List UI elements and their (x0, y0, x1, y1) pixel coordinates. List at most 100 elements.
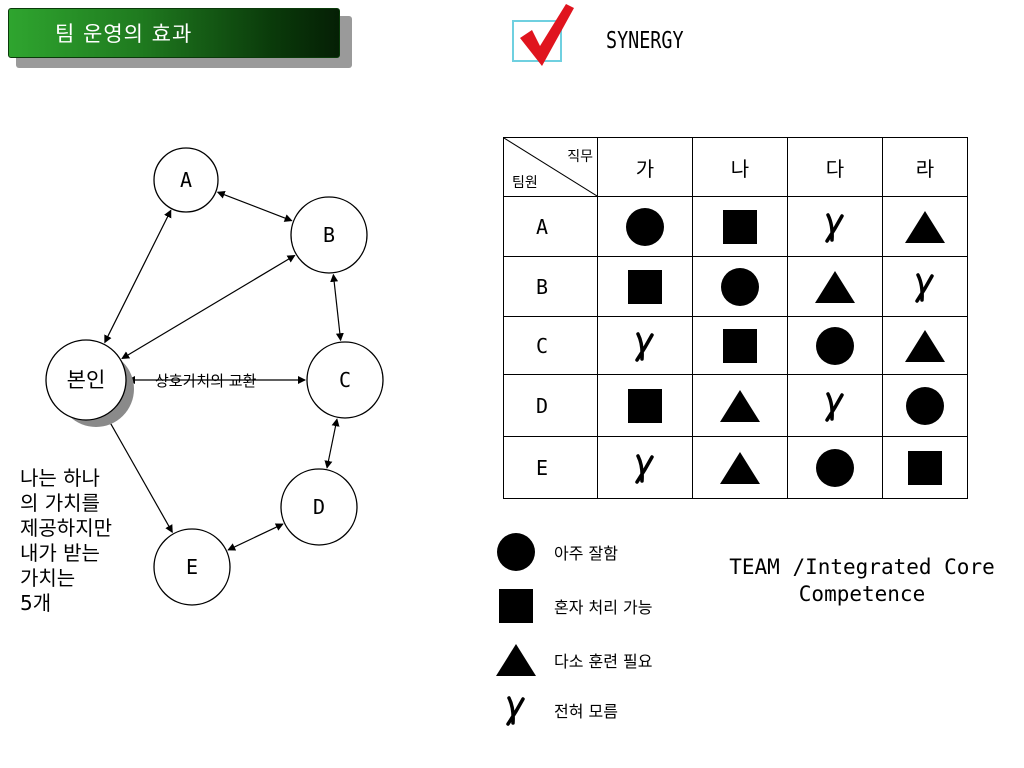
matrix-cell (597, 436, 693, 499)
matrix-row: D (503, 374, 968, 437)
matrix-cell (882, 436, 968, 499)
node-D (280, 468, 358, 546)
matrix-cell (787, 374, 883, 437)
x-icon (825, 391, 844, 422)
matrix-cell (882, 374, 968, 437)
triangle-icon (720, 389, 760, 422)
matrix-cell (692, 436, 788, 499)
circle-icon (626, 207, 664, 246)
checkbox-frame (512, 20, 562, 62)
matrix-column-header: 나 (692, 137, 788, 197)
triangle-icon (905, 210, 945, 243)
node-label-self: 본인 (67, 368, 106, 392)
square-icon (723, 328, 757, 363)
edge-A-B (216, 190, 293, 222)
synergy-label: SYNERGY (606, 28, 684, 54)
triangle-icon (815, 270, 855, 303)
node-C (306, 341, 384, 419)
triangle-icon (905, 329, 945, 362)
matrix-row: B (503, 256, 968, 317)
circle-icon (906, 386, 944, 425)
side-note-line: 5개 (20, 591, 52, 615)
matrix-cell (787, 316, 883, 375)
matrix-cell (692, 374, 788, 437)
check-icon (520, 4, 574, 66)
circle-icon (721, 267, 759, 306)
legend-label: 혼자 처리 가능 (554, 598, 653, 617)
matrix-cell (597, 374, 693, 437)
node-self (45, 339, 127, 421)
matrix-column-header: 가 (597, 137, 693, 197)
square-icon (628, 269, 662, 304)
square-icon (499, 589, 533, 623)
matrix-cell (692, 316, 788, 375)
matrix-cell (882, 256, 968, 317)
edge-C-D (324, 418, 340, 469)
matrix-cell (787, 196, 883, 257)
matrix-row-header: B (503, 256, 598, 317)
matrix-cell (597, 256, 693, 317)
matrix-cell (692, 256, 788, 317)
edge-B-C (330, 273, 344, 342)
side-note-line: 의 가치를 (20, 491, 100, 515)
legend-item: 혼자 처리 가능 (496, 586, 653, 626)
edge-D-E (227, 523, 284, 551)
side-note-line: 나는 하나 (20, 466, 100, 490)
matrix-cell (882, 316, 968, 375)
node-A (153, 147, 219, 213)
circle-icon (497, 533, 535, 571)
matrix-column-header: 라 (882, 137, 968, 197)
node-label-C: C (339, 368, 351, 392)
caption-line-1: TEAM /Integrated Core (729, 555, 995, 579)
competence-caption: TEAM /Integrated Core Competence (724, 554, 1000, 608)
diagram-edges (104, 190, 344, 551)
exchange-label: 상호가치의 교환 (155, 372, 257, 390)
side-note-line: 제공하지만 (20, 516, 112, 540)
node-E (153, 528, 231, 606)
corner-diagonal (504, 138, 597, 196)
side-note-line: 가치는 (20, 566, 76, 590)
side-note: 나는 하나 의 가치를 제공하지만 내가 받는 가치는 5개 (20, 466, 112, 616)
x-icon (635, 331, 654, 362)
legend-item: 전혀 모름 (496, 690, 618, 730)
caption-line-2: Competence (798, 582, 926, 606)
matrix-cell (692, 196, 788, 257)
legend-item: 아주 잘함 (496, 532, 618, 572)
edge-self-E (106, 415, 173, 534)
circle-icon (816, 448, 854, 487)
x-icon (915, 272, 934, 303)
node-label-D: D (313, 495, 325, 519)
edge-B-self (121, 254, 296, 359)
legend-label: 아주 잘함 (554, 544, 618, 563)
square-icon (723, 209, 757, 244)
corner-member-label: 팀원 (512, 175, 538, 191)
x-icon (825, 212, 844, 243)
legend-item: 다소 훈련 필요 (496, 640, 653, 680)
matrix-cell (787, 256, 883, 317)
matrix-cell (882, 196, 968, 257)
legend-label: 전혀 모름 (554, 702, 618, 721)
matrix-row-header: A (503, 196, 598, 257)
matrix-row: A (503, 196, 968, 257)
square-icon (908, 450, 942, 485)
node-B (290, 196, 368, 274)
circle-icon (816, 326, 854, 365)
matrix-row-header: D (503, 374, 598, 437)
edge-A-self (104, 209, 172, 344)
matrix-row: C (503, 316, 968, 375)
matrix-row: E (503, 436, 968, 499)
triangle-icon (720, 451, 760, 484)
legend-label: 다소 훈련 필요 (554, 652, 653, 671)
matrix-cell (597, 316, 693, 375)
corner-job-label: 직무 (567, 149, 593, 165)
side-note-line: 내가 받는 (20, 541, 100, 565)
x-icon (635, 453, 654, 484)
node-label-B: B (323, 223, 335, 247)
x-icon (506, 696, 525, 726)
node-label-A: A (180, 168, 192, 192)
triangle-icon (496, 644, 536, 676)
node-label-E: E (186, 555, 198, 579)
